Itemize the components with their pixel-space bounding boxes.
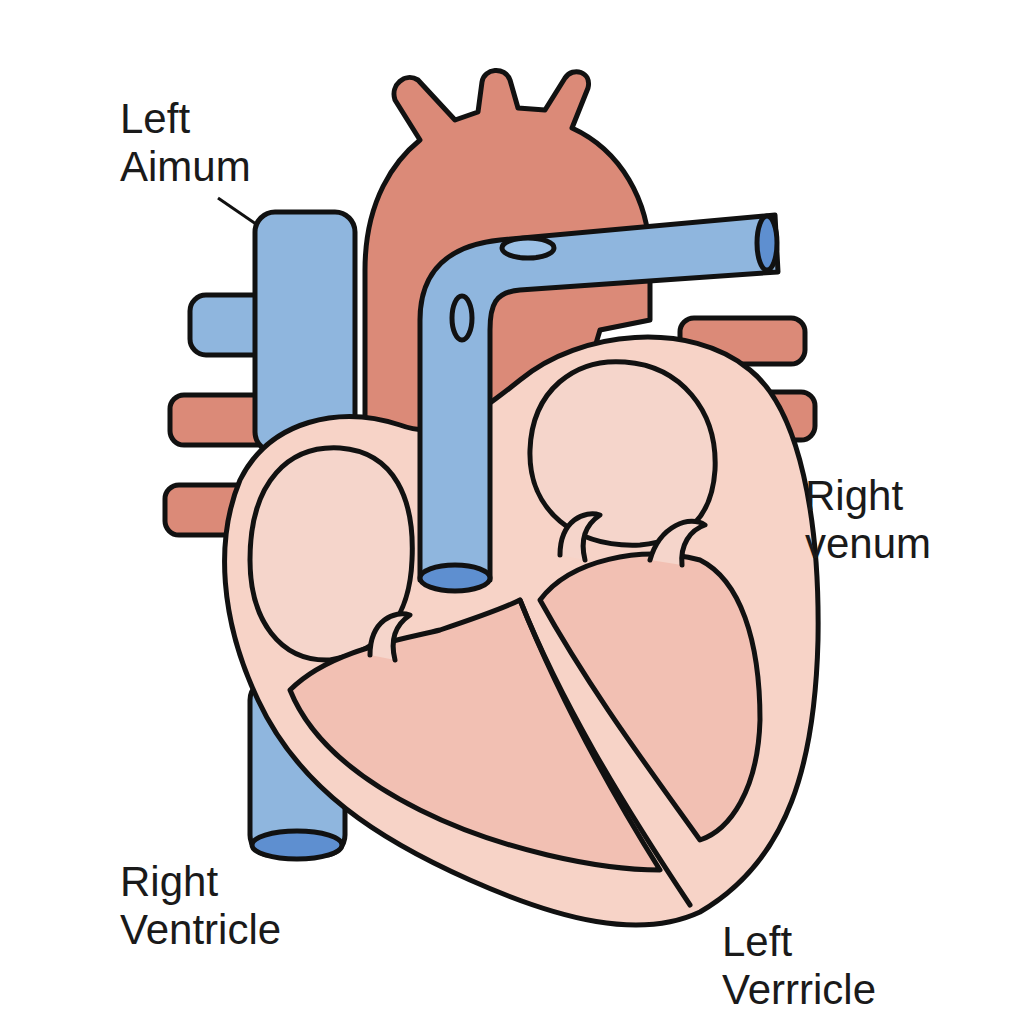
valve xyxy=(650,521,705,565)
vessel-opening xyxy=(452,296,472,340)
valve xyxy=(560,514,600,560)
pulmonary-artery xyxy=(420,215,778,580)
valve xyxy=(370,614,410,660)
part-label: Left Verrricle xyxy=(722,918,937,1014)
vessel-opening xyxy=(757,216,777,270)
vessel-opening xyxy=(252,831,342,859)
part-label: Right venum xyxy=(805,472,1005,568)
part-label: Left Aimum xyxy=(120,95,285,191)
leader-line xyxy=(218,198,256,224)
vessel-opening xyxy=(502,238,554,258)
left-ventricle xyxy=(540,554,760,840)
part-label: Right Ventricle xyxy=(120,858,360,954)
septum xyxy=(520,600,690,905)
left-atrium xyxy=(530,362,715,546)
right-atrium xyxy=(250,448,412,660)
vessel-opening xyxy=(420,565,490,591)
heart-wall xyxy=(225,337,819,925)
